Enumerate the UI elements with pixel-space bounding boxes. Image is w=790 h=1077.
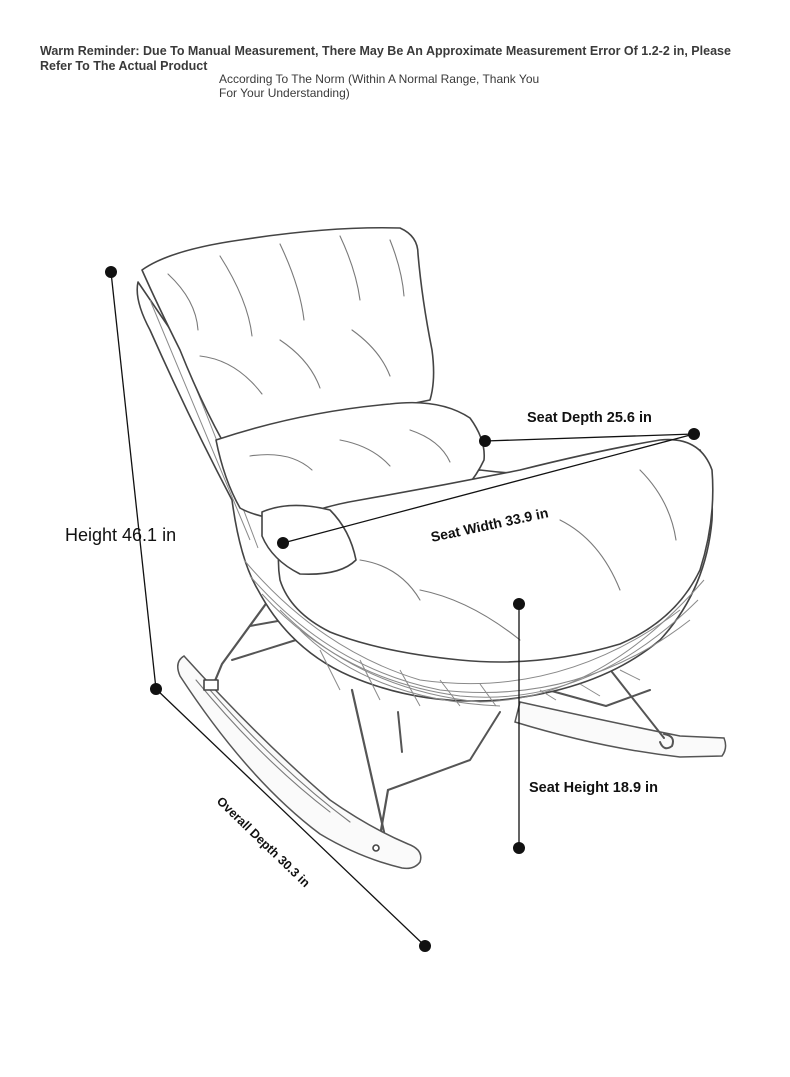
height-bottom-marker xyxy=(150,683,162,695)
overall-depth-dimension-line xyxy=(155,688,426,947)
seat-depth-dimension-line xyxy=(484,433,695,442)
overall-depth-end-marker xyxy=(419,940,431,952)
seat-width-start-marker xyxy=(277,537,289,549)
rocking-chair-sketch xyxy=(136,226,727,870)
height-top-marker xyxy=(105,266,117,278)
seat-width-dimension-line xyxy=(282,433,695,544)
measurement-norm-note: According To The Norm (Within A Normal R… xyxy=(219,72,540,100)
seat-corner-marker xyxy=(688,428,700,440)
height-label: Height 46.1 in xyxy=(65,525,176,545)
height-dimension-line xyxy=(110,271,157,690)
dimension-overlay xyxy=(105,266,700,952)
seat-depth-label: Seat Depth 25.6 in xyxy=(527,410,652,426)
seat-height-bottom-marker xyxy=(513,842,525,854)
seat-height-top-marker xyxy=(513,598,525,610)
seat-depth-start-marker xyxy=(479,435,491,447)
seat-height-label: Seat Height 18.9 in xyxy=(529,780,658,796)
measurement-warning: Warm Reminder: Due To Manual Measurement… xyxy=(40,44,731,73)
